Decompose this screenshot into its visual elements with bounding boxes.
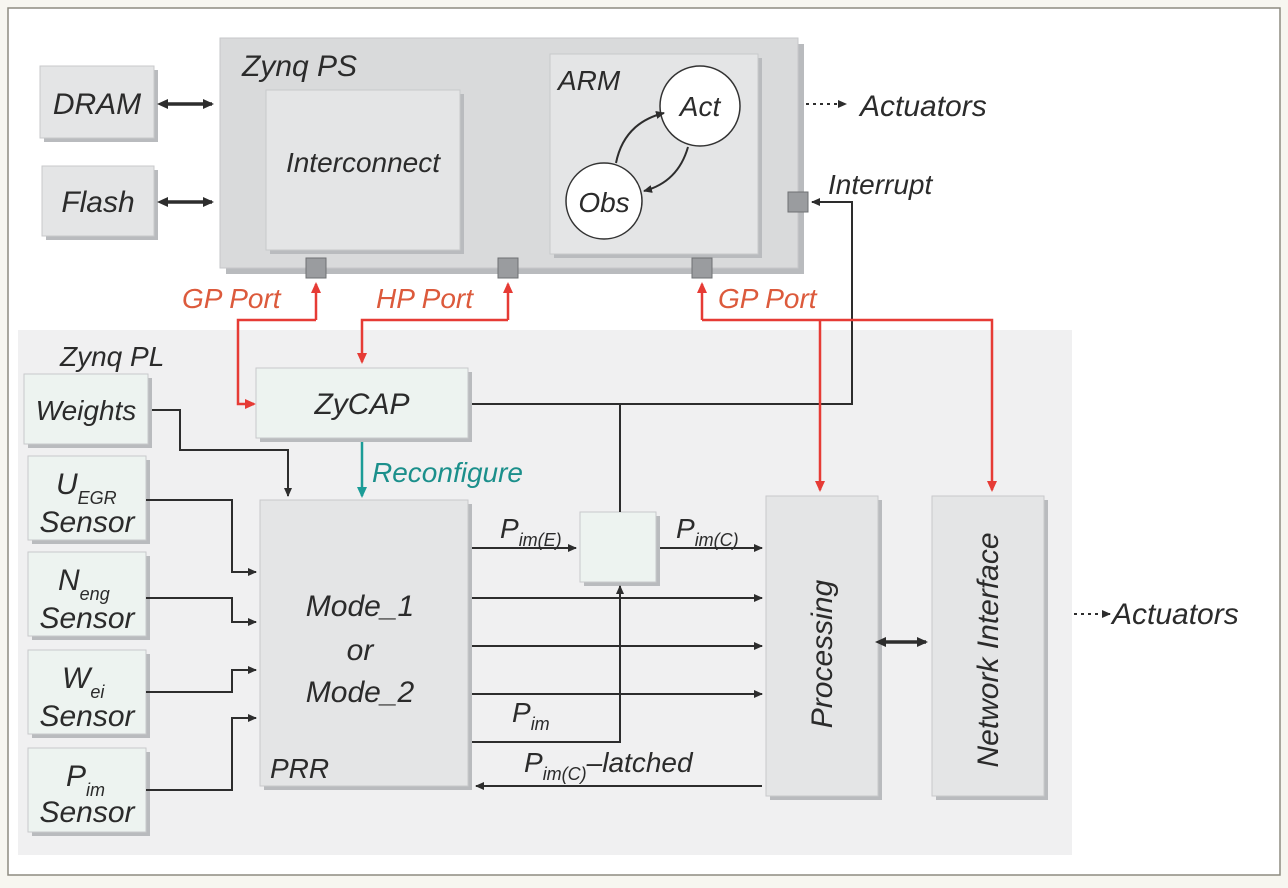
p-im-c-latched-letter: P — [524, 747, 543, 778]
weights-label: Weights — [36, 395, 137, 426]
w-ei-sensor-label: Sensor — [39, 700, 135, 733]
interrupt-port-square — [787, 191, 809, 213]
interrupt-label: Interrupt — [828, 169, 933, 200]
w-ei-sub: ei — [90, 682, 105, 702]
latch-block — [579, 511, 657, 583]
act-to-obs-arrow — [643, 146, 689, 193]
n-eng-sensor-block — [27, 551, 147, 637]
p-im-sensor-block — [27, 747, 147, 833]
flash-label: Flash — [61, 186, 134, 219]
prr-label: PRR — [270, 753, 329, 784]
p-im-c-latched-suffix: –latched — [586, 747, 694, 778]
n-eng-letter: N — [58, 564, 80, 597]
actuators-top-label: Actuators — [858, 90, 987, 123]
reconfigure-label: Reconfigure — [372, 457, 523, 488]
interrupt-wire — [472, 198, 853, 405]
act-label: Act — [678, 91, 722, 122]
p-im-c-label: Pim(C) — [676, 513, 739, 550]
u-egr-sub: EGR — [78, 488, 117, 508]
n-eng-main: Neng — [58, 564, 110, 604]
zynq-pl-region — [18, 330, 1072, 855]
obs-label: Obs — [578, 187, 629, 218]
interconnect-label: Interconnect — [286, 147, 441, 178]
p-im-sub: im — [86, 780, 105, 800]
obs-to-act-arrow — [615, 111, 665, 164]
zynq-ps-title: Zynq PS — [241, 50, 357, 83]
p-im-c-letter: P — [676, 513, 695, 544]
n-eng-wire — [146, 597, 257, 626]
p-im-wire — [146, 714, 257, 791]
p-im-e-sub: im(E) — [519, 530, 562, 550]
p-im-wire-to-latch — [472, 585, 624, 743]
p-im-e-letter: P — [500, 513, 519, 544]
gp-port-right-square — [691, 257, 713, 279]
gp-left-to-zycap — [236, 318, 316, 409]
network-interface-label: Network Interface — [972, 532, 1005, 767]
gp-port-right-label: GP Port — [718, 283, 818, 314]
w-ei-wire — [146, 666, 257, 693]
n-eng-sensor-label: Sensor — [39, 602, 135, 635]
p-im-c-sub: im(C) — [695, 530, 739, 550]
dram-label: DRAM — [53, 88, 141, 121]
zycap-block — [255, 367, 469, 439]
obs-node — [565, 162, 643, 240]
n-eng-sub: eng — [80, 584, 110, 604]
p-im-letter: P — [66, 760, 86, 793]
p-im-sub2: im — [531, 714, 550, 734]
gp-right-to-network — [702, 318, 997, 492]
flash-block — [41, 165, 155, 237]
p-im-sensor-label: Sensor — [39, 796, 135, 829]
w-ei-main: Wei — [62, 662, 105, 702]
dram-block — [39, 65, 155, 139]
zynq-pl-title: Zynq PL — [59, 341, 164, 372]
gp-port-left-label: GP Port — [182, 283, 282, 314]
hp-port-square — [497, 257, 519, 279]
u-egr-main: UEGR — [56, 468, 117, 508]
p-im-e-label: Pim(E) — [500, 513, 562, 550]
prr-or: or — [347, 634, 375, 667]
hp-to-zycap — [357, 318, 508, 364]
hp-port-label: HP Port — [376, 283, 474, 314]
p-im-label: Pim — [512, 697, 550, 734]
weights-block — [23, 373, 149, 445]
u-egr-letter: U — [56, 468, 78, 501]
prr-block — [259, 499, 469, 787]
zycap-label: ZyCAP — [313, 388, 409, 421]
prr-mode1: Mode_1 — [306, 590, 414, 623]
p-im-c-latched-sub: im(C) — [543, 764, 587, 784]
p-im-c-latched-label: Pim(C)–latched — [524, 747, 694, 784]
p-im-letter2: P — [512, 697, 531, 728]
actuators-right-label: Actuators — [1110, 598, 1239, 631]
arm-title: ARM — [556, 65, 621, 96]
processing-label: Processing — [806, 579, 839, 728]
gp-port-left-square — [305, 257, 327, 279]
w-ei-letter: W — [62, 662, 93, 695]
network-interface-block — [931, 495, 1045, 797]
u-egr-wire — [146, 499, 257, 576]
act-node — [659, 65, 741, 147]
interconnect-block — [265, 89, 461, 251]
u-egr-sensor-label: Sensor — [39, 506, 135, 539]
prr-mode2: Mode_2 — [306, 676, 415, 709]
weights-wire — [152, 409, 292, 497]
p-im-main: Pim — [66, 760, 105, 800]
u-egr-sensor-block — [27, 455, 147, 541]
